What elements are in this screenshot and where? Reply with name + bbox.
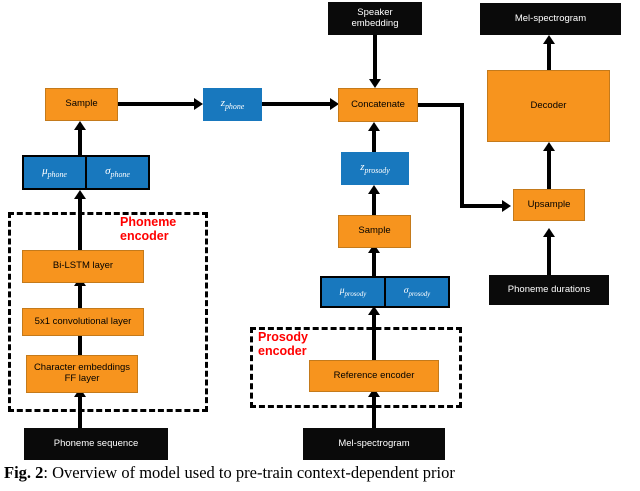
node-mu-sigma-prosody: μprosody σprosody [320, 276, 450, 308]
node-conv-layer: 5x1 convolutional layer [22, 308, 144, 336]
arrowhead-to-concatenate-left [330, 98, 339, 110]
node-upsample: Upsample [513, 189, 585, 221]
edge-mel-input-to-reference-encoder [372, 395, 376, 429]
arrowhead-to-z-phone [194, 98, 203, 110]
edge-sample-phone-to-z-phone [118, 102, 196, 106]
arrowhead-to-decoder [543, 142, 555, 151]
edge-speaker-embedding-to-concatenate [373, 35, 377, 81]
edge-decoder-to-mel-output [547, 42, 551, 71]
node-sample-phone: Sample [45, 88, 118, 121]
edge-z-prosody-to-concatenate [372, 129, 376, 153]
arrowhead-to-mu-sigma-prosody [368, 306, 380, 315]
arrowhead-to-reference-encoder [368, 388, 380, 397]
arrowhead-to-z-prosody [368, 185, 380, 194]
edge-character-embeddings-to-conv-layer [78, 330, 82, 356]
group-label-prosody-encoder: Prosody encoder [258, 330, 309, 358]
edge-phoneme-durations-to-upsample [547, 235, 551, 276]
edge-bilstm-to-mu-sigma-phone [78, 197, 82, 251]
arrowhead-to-concatenate-bottom [368, 122, 380, 131]
node-mu-sigma-phone: μphone σphone [22, 155, 150, 190]
node-sigma-phone: σphone [105, 165, 130, 180]
node-mel-spectrogram-output: Mel-spectrogram [480, 3, 621, 35]
edge-concatenate-to-upsample-segment1 [418, 103, 464, 107]
arrowhead-to-sample-phone [74, 121, 86, 130]
edge-upsample-to-decoder [547, 149, 551, 190]
node-character-embeddings-ff-layer: Character embeddings FF layer [26, 355, 138, 393]
edge-concatenate-to-upsample-segment2 [460, 103, 464, 208]
edge-z-phone-to-concatenate [262, 102, 332, 106]
edge-mu-sigma-phone-to-sample [78, 128, 82, 156]
figure-caption-text: Overview of model used to pre-train cont… [52, 463, 455, 482]
node-z-phone: zphone [203, 88, 262, 121]
group-label-phoneme-encoder: Phoneme encoder [120, 215, 177, 243]
arrowhead-to-mel-output [543, 35, 555, 44]
node-mu-phone: μphone [24, 157, 87, 188]
node-reference-encoder: Reference encoder [309, 360, 439, 392]
figure-caption-separator: : [43, 463, 49, 482]
node-phoneme-durations: Phoneme durations [489, 275, 609, 305]
figure-caption: Fig. 2: Overview of model used to pre-tr… [4, 463, 636, 483]
arrowhead-to-concatenate-top [369, 79, 381, 88]
node-mu-prosody: μprosody [322, 278, 386, 306]
node-decoder: Decoder [487, 70, 610, 142]
arrowhead-to-mu-sigma-phone [74, 190, 86, 199]
group-box-prosody-encoder [250, 327, 462, 408]
node-concatenate: Concatenate [338, 88, 418, 122]
node-mel-spectrogram-input: Mel-spectrogram [303, 428, 445, 460]
node-sigma-prosody: σprosody [403, 286, 431, 298]
arrowhead-to-upsample-left [502, 200, 511, 212]
edge-sample-prosody-to-z-prosody [372, 192, 376, 216]
group-box-phoneme-encoder [8, 212, 208, 412]
edge-conv-layer-to-bilstm [78, 284, 82, 309]
arrowhead-to-upsample-bottom [543, 228, 555, 237]
edge-reference-encoder-to-mu-sigma-prosody [372, 313, 376, 361]
edge-phoneme-sequence-to-character-embeddings [78, 395, 82, 429]
node-bilstm-layer: Bi-LSTM layer [22, 250, 144, 283]
node-speaker-embedding: Speaker embedding [328, 2, 422, 35]
edge-concatenate-to-upsample-segment3 [460, 204, 504, 208]
figure-label: Fig. 2 [4, 463, 44, 482]
edge-mu-sigma-prosody-to-sample [372, 251, 376, 277]
node-z-prosody: zprosody [341, 152, 409, 185]
node-phoneme-sequence: Phoneme sequence [24, 428, 168, 460]
arrowhead-to-sample-prosody [368, 244, 380, 253]
node-sample-prosody: Sample [338, 215, 411, 248]
